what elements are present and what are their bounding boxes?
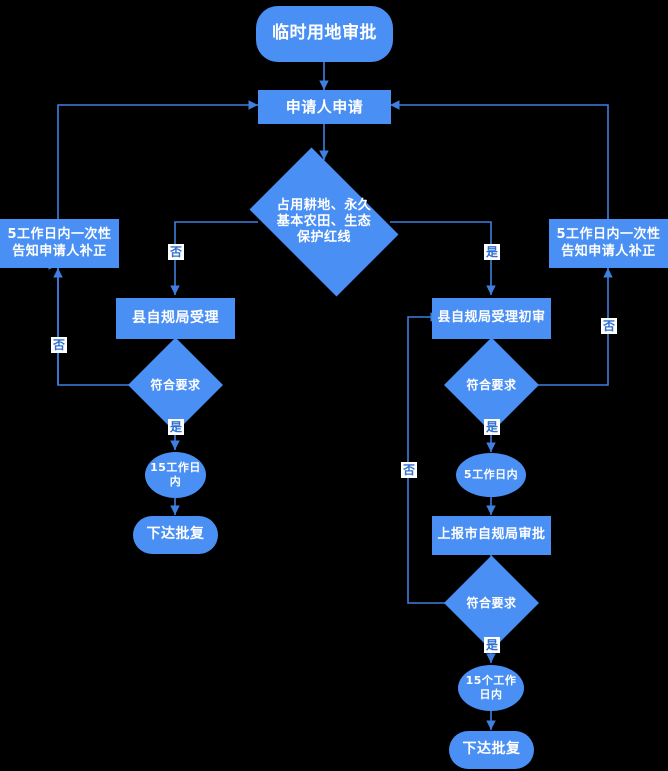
node-15-workdays-left-line1: 15工作日	[150, 461, 201, 475]
decision-land-use-line1: 占用耕地、永久	[276, 197, 372, 213]
node-applicant-apply[interactable]: 申请人申请	[258, 90, 391, 124]
edge-label-no-left-branch: 否	[168, 244, 184, 260]
check-requirements-city-text: 符合要求	[466, 595, 517, 610]
node-city-bureau-approval-label: 上报市自规局审批	[437, 527, 546, 543]
node-notify-correction-left[interactable]: 5工作日内一次性 告知申请人补正	[0, 219, 119, 268]
node-county-bureau-initial-review-label: 县自规局受理初审	[437, 310, 546, 326]
node-15-workdays-right[interactable]: 15个工作 日内	[458, 665, 524, 711]
node-start-label: 临时用地审批	[272, 23, 377, 44]
notify-correction-left-line2: 告知申请人补正	[12, 243, 107, 259]
notify-correction-left-line1: 5工作日内一次性	[7, 227, 112, 243]
node-15-workdays-right-line1: 15个工作	[465, 674, 517, 688]
decision-land-use-line2: 基本农田、生态	[276, 213, 372, 229]
node-notify-correction-right[interactable]: 5工作日内一次性 告知申请人补正	[549, 219, 668, 268]
decision-land-use-text: 占用耕地、永久 基本农田、生态 保护红线	[237, 198, 411, 247]
node-5-workdays-right-label: 5工作日内	[463, 468, 519, 482]
node-15-workdays-left[interactable]: 15工作日 内	[145, 452, 206, 498]
edge-label-yes-right-check: 是	[484, 419, 500, 435]
node-applicant-apply-label: 申请人申请	[285, 97, 364, 116]
node-county-bureau-initial-review[interactable]: 县自规局受理初审	[432, 298, 551, 339]
edge-label-yes-right-branch: 是	[484, 244, 500, 260]
node-5-workdays-right[interactable]: 5工作日内	[456, 453, 526, 497]
notify-correction-right-line2: 告知申请人补正	[561, 243, 656, 259]
edge-label-no-right-check: 否	[601, 318, 617, 334]
node-decision-land-use[interactable]: 占用耕地、永久 基本农田、生态 保护红线	[237, 147, 411, 297]
edge-label-yes-city-check: 是	[484, 637, 500, 653]
node-check-requirements-left[interactable]: 符合要求	[127, 337, 224, 433]
decision-land-use-line3: 保护红线	[296, 230, 351, 246]
node-issue-reply-right-label: 下达批复	[462, 741, 521, 758]
node-county-bureau-accept[interactable]: 县自规局受理	[116, 298, 235, 339]
check-requirements-right-text: 符合要求	[466, 377, 517, 392]
node-15-workdays-left-line2: 内	[169, 475, 182, 488]
edge-label-no-left-check: 否	[51, 337, 67, 353]
check-requirements-left-text: 符合要求	[150, 377, 201, 392]
node-city-bureau-approval[interactable]: 上报市自规局审批	[432, 516, 551, 555]
node-issue-reply-left[interactable]: 下达批复	[133, 516, 218, 554]
notify-correction-right-line1: 5工作日内一次性	[556, 227, 661, 243]
edge-label-no-city-check: 否	[401, 462, 417, 478]
node-county-bureau-accept-label: 县自规局受理	[132, 309, 219, 326]
edge-label-yes-left-check: 是	[168, 419, 184, 435]
node-check-requirements-right[interactable]: 符合要求	[443, 337, 540, 433]
node-start[interactable]: 临时用地审批	[256, 6, 393, 62]
node-check-requirements-city[interactable]: 符合要求	[443, 555, 540, 651]
node-issue-reply-right[interactable]: 下达批复	[449, 731, 534, 769]
node-issue-reply-left-label: 下达批复	[146, 526, 205, 543]
node-15-workdays-right-line2: 日内	[479, 688, 503, 701]
